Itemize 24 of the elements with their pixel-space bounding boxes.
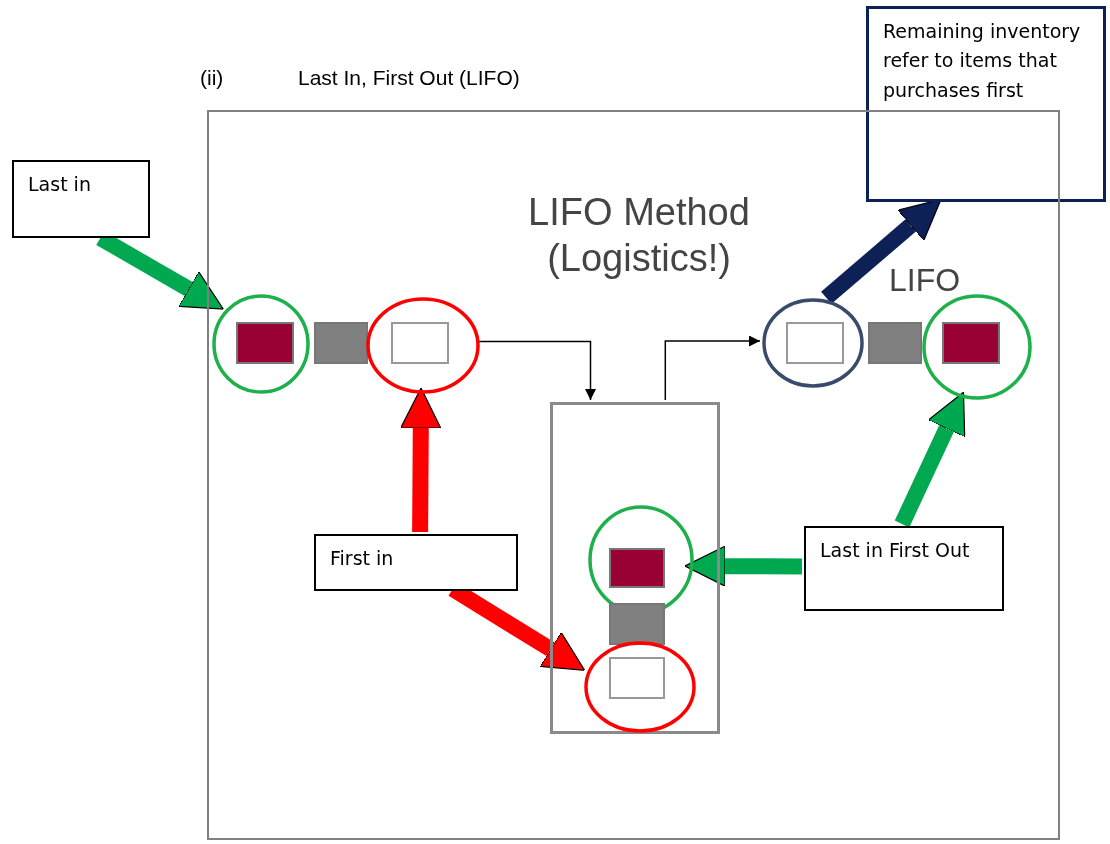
inventory-item <box>391 322 449 364</box>
inventory-item <box>942 322 1000 364</box>
inventory-item <box>314 322 368 364</box>
callout-box: Last in First Out <box>804 526 1004 611</box>
callout-box: First in <box>314 534 518 591</box>
inventory-item <box>609 603 665 645</box>
diagram-frame <box>207 110 1060 840</box>
page-title: Last In, First Out (LIFO) <box>298 66 520 90</box>
flow-arrow <box>477 340 596 401</box>
inventory-item <box>236 322 294 364</box>
callout-box: Remaining inventory refer to items that purchases first <box>866 6 1106 202</box>
inventory-item <box>609 548 665 588</box>
block-arrow <box>400 387 442 533</box>
inventory-item <box>868 322 922 364</box>
storage-container <box>550 402 720 734</box>
block-arrow <box>894 391 966 528</box>
section-number: (ii) <box>200 66 224 90</box>
inventory-item <box>609 657 665 699</box>
heading-text: LIFO <box>889 262 961 299</box>
inventory-item <box>786 322 844 364</box>
block-arrow <box>684 545 803 587</box>
flow-arrow <box>664 335 761 401</box>
heading-text: LIFO Method (Logistics!) <box>527 190 751 281</box>
callout-box: Last in <box>12 160 150 238</box>
